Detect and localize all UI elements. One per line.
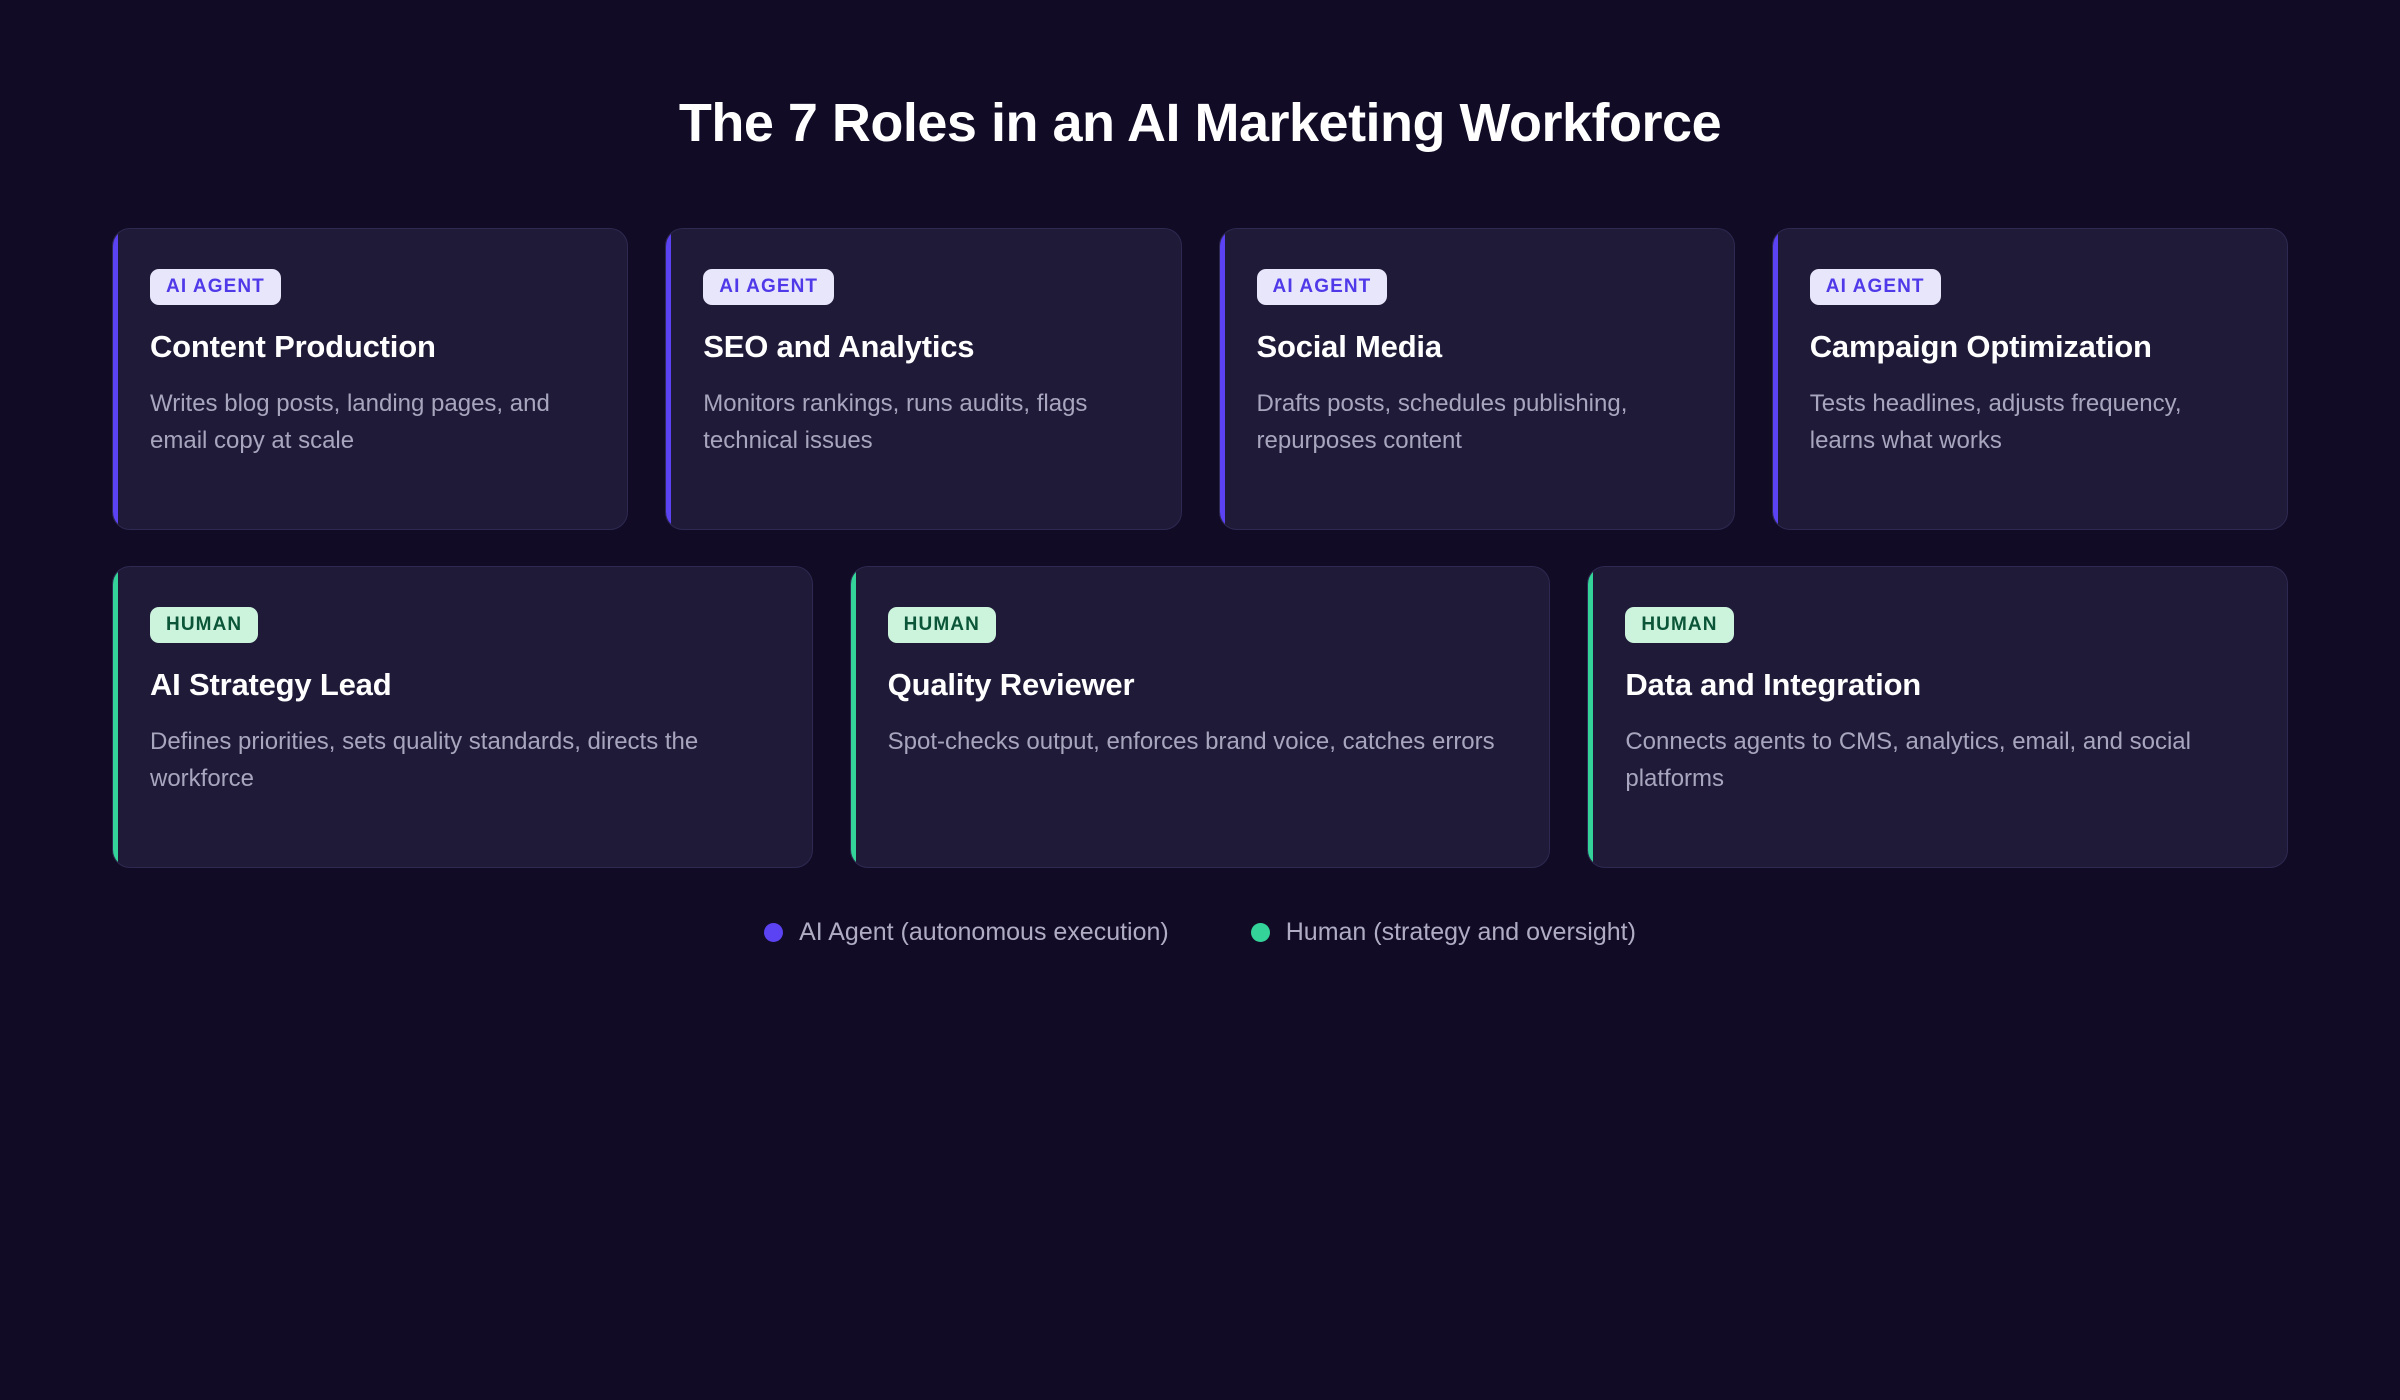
role-card-grid: AI AGENT Content Production Writes blog … [112,228,2289,868]
role-type-badge: AI AGENT [150,269,281,305]
role-card-title: Content Production [150,329,436,364]
role-card-content-production[interactable]: AI AGENT Content Production Writes blog … [112,228,629,530]
agent-accent-bar-icon [1219,229,1225,529]
role-card-description: Writes blog posts, landing pages, and em… [150,390,550,455]
agent-accent-bar-icon [113,229,118,529]
role-type-badge: AI AGENT [1809,269,1941,305]
legend: AI Agent (autonomous execution) Human (s… [0,918,2400,947]
human-accent-bar-icon [850,567,856,867]
human-accent-bar-icon [113,567,118,867]
role-type-badge: HUMAN [150,607,259,643]
legend-label: AI Agent (autonomous execution) [799,918,1169,946]
human-accent-bar-icon [1588,567,1594,867]
role-card-ai-strategy-lead[interactable]: HUMAN AI Strategy Lead Defines prioritie… [112,566,813,868]
human-dot-icon [1250,923,1270,942]
role-card-description: Defines priorities, sets quality standar… [150,728,699,793]
role-card-description: Spot-checks output, enforces brand voice… [887,728,1495,756]
role-type-badge: AI AGENT [1256,269,1388,305]
role-type-badge: HUMAN [1625,607,1734,643]
role-card-title: Quality Reviewer [887,667,1135,702]
role-card-quality-reviewer[interactable]: HUMAN Quality Reviewer Spot-checks outpu… [849,566,1551,868]
role-card-description: Connects agents to CMS, analytics, email… [1625,728,2191,793]
role-card-description: Monitors rankings, runs audits, flags te… [703,390,1088,455]
role-card-title: AI Strategy Lead [150,667,392,702]
role-card-title: Data and Integration [1625,667,1922,702]
agent-dot-icon [764,923,784,942]
role-card-campaign-optimization[interactable]: AI AGENT Campaign Optimization Tests hea… [1771,228,2288,530]
role-card-description: Drafts posts, schedules publishing, repu… [1256,390,1628,455]
role-card-title: SEO and Analytics [703,329,975,364]
agent-accent-bar-icon [666,229,672,529]
ai-agent-card-row: AI AGENT Content Production Writes blog … [112,228,2288,530]
role-card-social-media[interactable]: AI AGENT Social Media Drafts posts, sche… [1218,228,1735,530]
role-type-badge: AI AGENT [703,269,835,305]
role-card-seo-and-analytics[interactable]: AI AGENT SEO and Analytics Monitors rank… [665,228,1182,530]
legend-label: Human (strategy and oversight) [1285,918,1636,946]
role-card-title: Social Media [1256,329,1443,364]
role-card-description: Tests headlines, adjusts frequency, lear… [1809,390,2182,455]
human-card-row: HUMAN AI Strategy Lead Defines prioritie… [112,566,2289,868]
role-card-title: Campaign Optimization [1809,329,2152,364]
page-title: The 7 Roles in an AI Marketing Workforce [678,93,1722,153]
role-type-badge: HUMAN [887,607,996,643]
legend-item-human: Human (strategy and oversight) [1250,918,1636,947]
agent-accent-bar-icon [1772,229,1778,529]
role-card-data-and-integration[interactable]: HUMAN Data and Integration Connects agen… [1587,566,2289,868]
legend-item-ai-agent: AI Agent (autonomous execution) [764,918,1169,947]
